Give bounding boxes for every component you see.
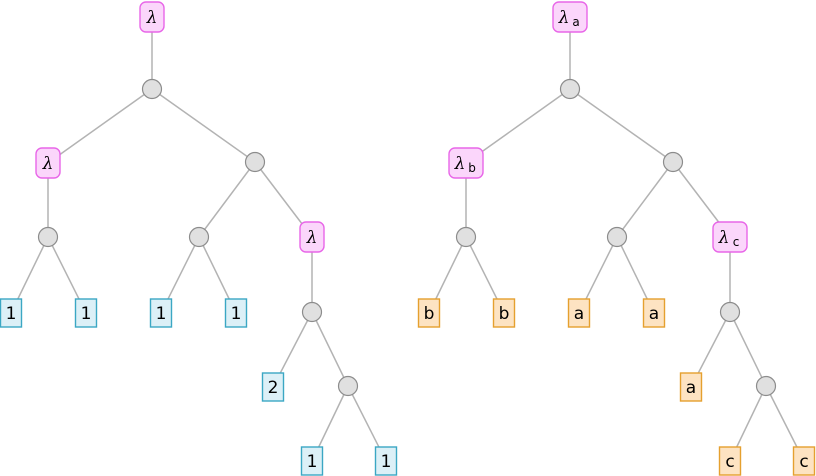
leaf-box <box>374 446 398 476</box>
leaf-box <box>567 298 591 328</box>
symbolic-tree-leaf-node: b <box>417 298 441 328</box>
leaf-box <box>0 298 23 328</box>
leaf-label: 1 <box>307 452 318 472</box>
leaf-box <box>718 446 742 476</box>
lambda-symbol: λ <box>306 228 318 248</box>
leaf-box <box>74 298 98 328</box>
symbolic-tree-branch-node <box>755 375 777 397</box>
symbolic-tree-branch-node <box>559 78 581 100</box>
numeric-tree-leaf-node: 1 <box>224 298 248 328</box>
lambda-box <box>448 147 484 179</box>
leaf-box <box>642 298 666 328</box>
lambda-box <box>712 221 748 253</box>
leaf-label: a <box>574 304 584 324</box>
symbolic-tree-leaf-node: b <box>492 298 516 328</box>
lambda-symbol: λ <box>718 228 730 248</box>
leaf-label: 2 <box>268 378 279 398</box>
symbolic-tree-branch-node <box>455 226 477 248</box>
lambda-subscript: a <box>572 15 579 29</box>
leaf-box <box>492 298 516 328</box>
leaf-box <box>679 372 703 402</box>
numeric-tree-leaf-node: 1 <box>0 298 23 328</box>
leaf-label: c <box>725 452 734 472</box>
lambda-subscript: c <box>733 235 740 249</box>
lambda-symbol: λ <box>454 154 466 174</box>
numeric-tree-leaf-node: 2 <box>261 372 285 402</box>
numeric-tree-edge <box>151 88 256 163</box>
symbolic-tree-leaf-node: a <box>679 372 703 402</box>
numeric-tree-branch-node <box>188 226 210 248</box>
symbolic-tree-edge <box>616 161 674 238</box>
numeric-tree-lambda-node: λ <box>139 1 165 33</box>
leaf-label: c <box>799 452 808 472</box>
lambda-symbol: λ <box>146 8 158 28</box>
leaf-box <box>224 298 248 328</box>
symbolic-tree-branch-node <box>719 301 741 323</box>
leaf-label: a <box>686 378 696 398</box>
lambda-box <box>35 147 61 179</box>
numeric-tree-leaf-node: 1 <box>74 298 98 328</box>
numeric-tree-branch-node <box>141 78 163 100</box>
numeric-tree-edge <box>198 161 256 238</box>
leaf-box <box>149 298 173 328</box>
leaf-label: 1 <box>231 304 242 324</box>
leaf-box <box>300 446 324 476</box>
symbolic-tree-edge <box>729 311 767 387</box>
leaf-box <box>261 372 285 402</box>
symbolic-tree-leaf-node: a <box>567 298 591 328</box>
leaf-box <box>792 446 816 476</box>
numeric-tree-edge <box>47 88 153 164</box>
symbolic-tree-leaf-node: c <box>718 446 742 476</box>
leaf-label: b <box>424 304 435 324</box>
leaf-label: 1 <box>81 304 92 324</box>
leaf-label: 1 <box>156 304 167 324</box>
leaf-label: 1 <box>381 452 392 472</box>
symbolic-tree-branch-node <box>662 151 684 173</box>
numeric-tree-branch-node <box>337 375 359 397</box>
numeric-tree-branch-node <box>37 226 59 248</box>
numeric-tree-leaf-node: 1 <box>300 446 324 476</box>
leaf-label: a <box>649 304 659 324</box>
symbolic-tree-leaf-node: c <box>792 446 816 476</box>
leaf-label: 1 <box>6 304 17 324</box>
symbolic-tree-edge <box>465 88 571 164</box>
symbolic-tree-edge <box>569 88 674 163</box>
symbolic-tree-branch-node <box>606 226 628 248</box>
lambda-symbol: λ <box>42 154 54 174</box>
leaf-box <box>417 298 441 328</box>
numeric-tree-leaf-node: 1 <box>374 446 398 476</box>
lambda-box <box>139 1 165 33</box>
lambda-box <box>552 1 588 33</box>
lambda-subscript: b <box>468 161 476 175</box>
numeric-tree-branch-node <box>244 151 266 173</box>
numeric-tree-lambda-node: λ <box>299 221 325 253</box>
numeric-tree-lambda-node: λ <box>35 147 61 179</box>
numeric-tree-branch-node <box>301 301 323 323</box>
leaf-label: b <box>499 304 510 324</box>
symbolic-tree-leaf-node: a <box>642 298 666 328</box>
numeric-tree-leaf-node: 1 <box>149 298 173 328</box>
numeric-tree-edge <box>311 311 349 387</box>
lambda-box <box>299 221 325 253</box>
lambda-symbol: λ <box>558 8 570 28</box>
